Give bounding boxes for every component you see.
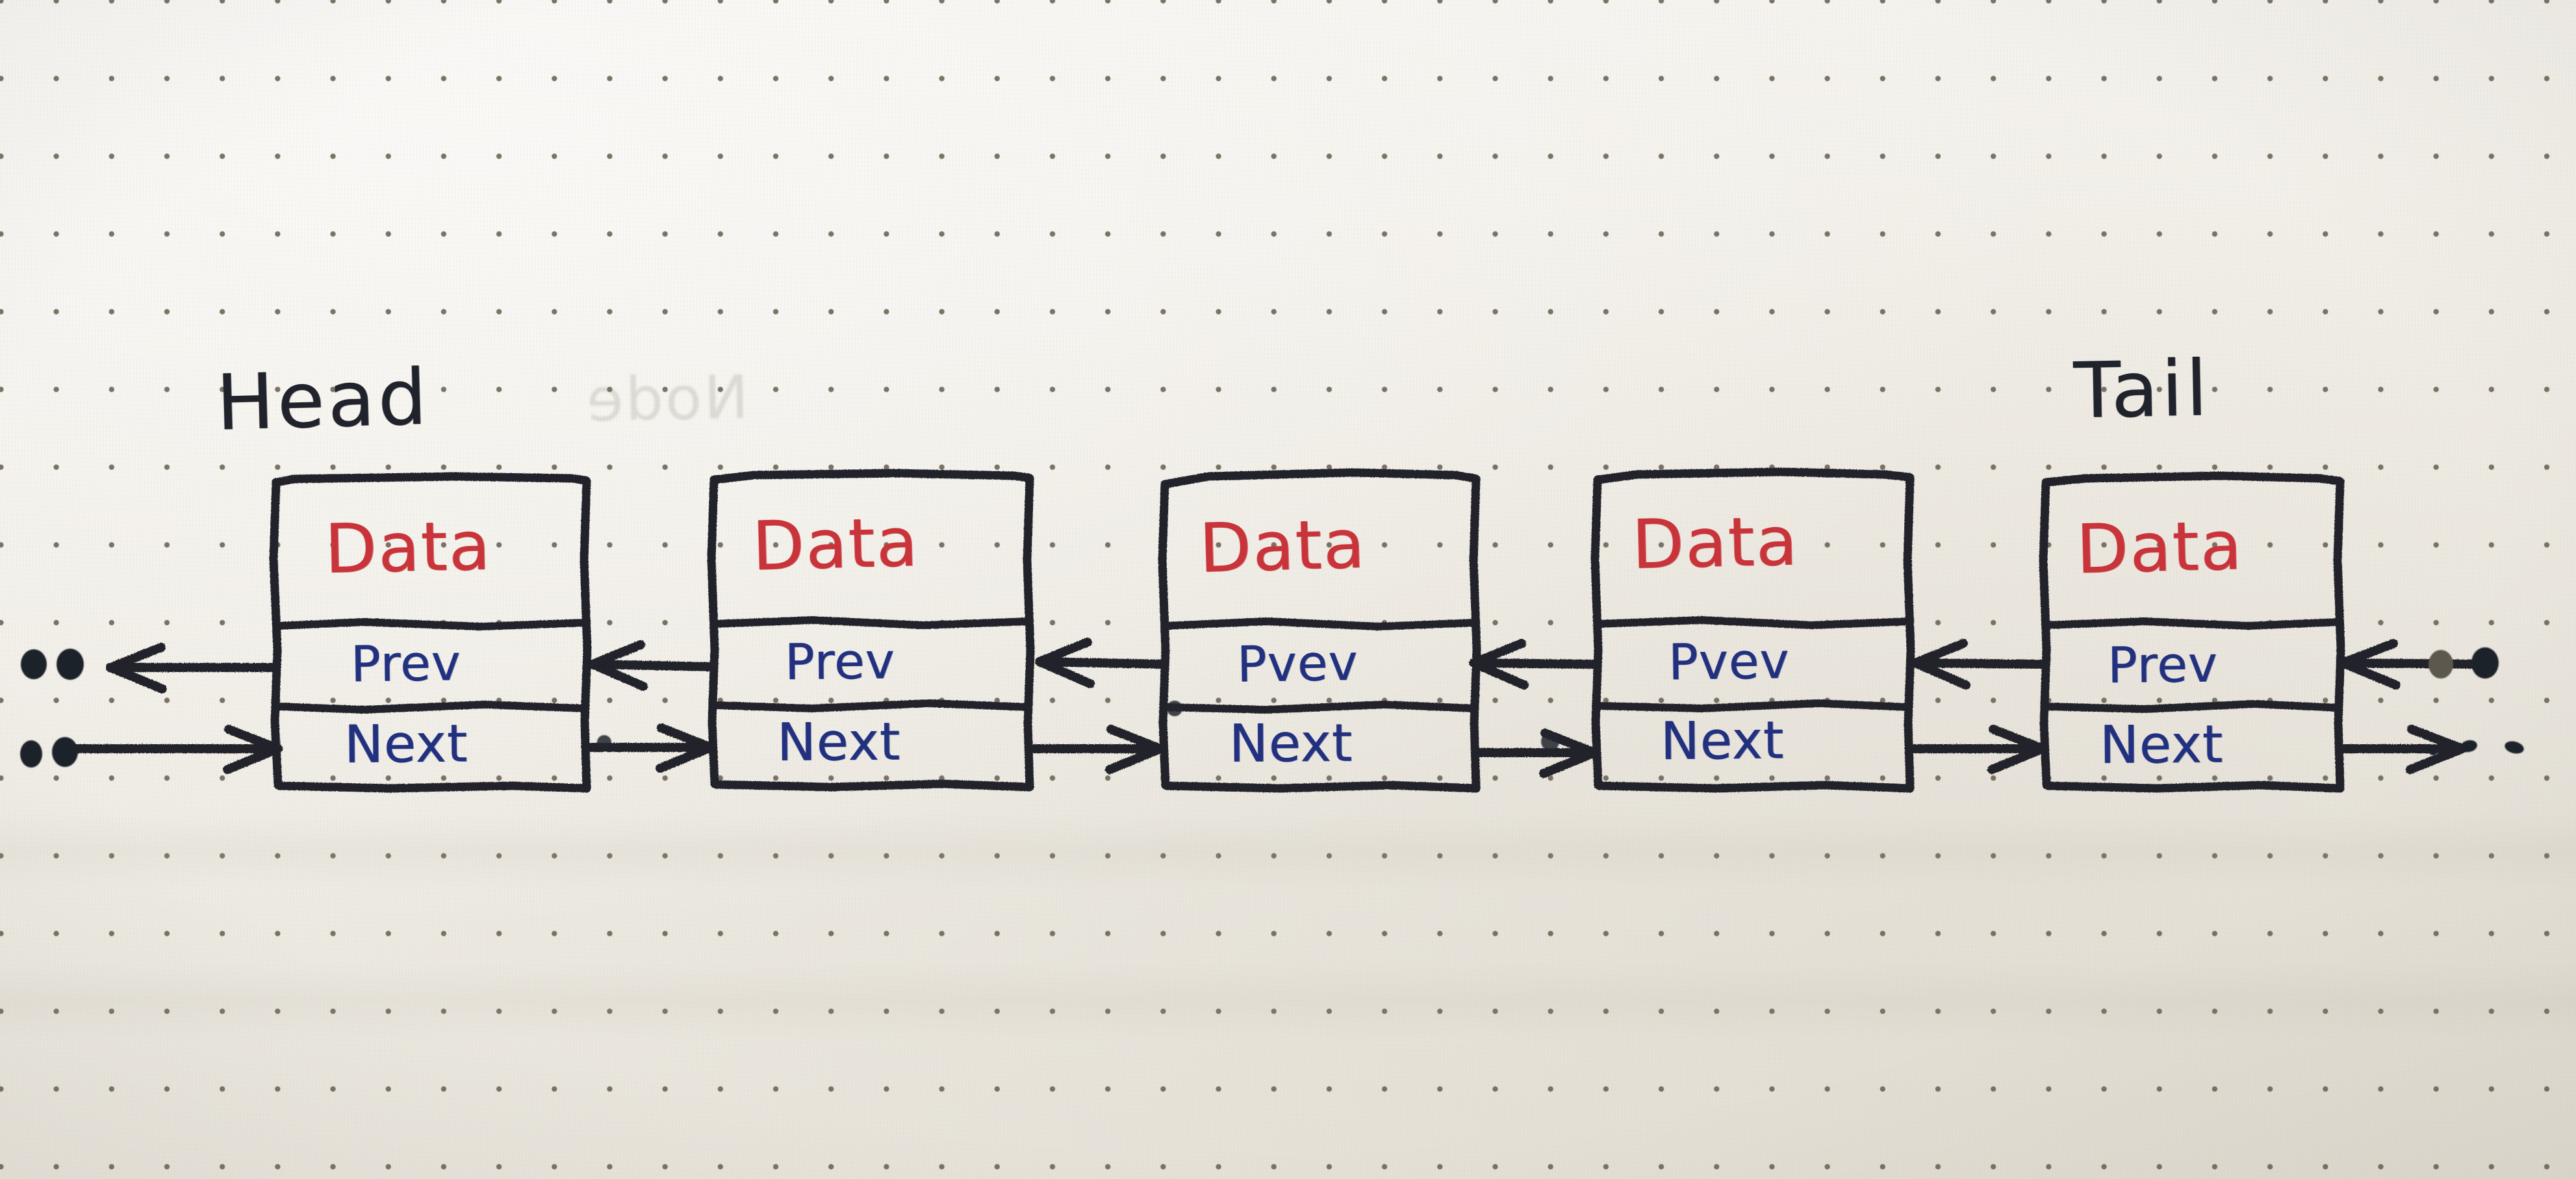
node-1-next: Next [344, 713, 468, 775]
ellipsis-right-next [2429, 740, 2524, 755]
node-2-data: Data [751, 502, 920, 586]
arrow-right-edge-prev [2338, 639, 2493, 690]
node-box-1 [269, 472, 592, 793]
arrow-right-edge-next [2337, 725, 2467, 774]
node-1-prev: Prev [350, 633, 462, 693]
arrow-node2-node3-prev [1035, 638, 1167, 688]
node-3-prev: Pvev [1236, 633, 1359, 693]
node-2-next: Next [776, 711, 901, 773]
node-box-5 [2039, 471, 2345, 793]
node-box-4 [1590, 467, 1915, 793]
node-4-data: Data [1631, 501, 1800, 584]
node-3-data: Data [1198, 504, 1367, 588]
node-4-next: Next [1660, 710, 1785, 771]
ellipsis-right-prev [2429, 647, 2499, 679]
node-3-next: Next [1229, 712, 1353, 774]
arrow-node4-node5-next [1909, 725, 2047, 774]
arrow-node3-node4-next [1475, 729, 1599, 778]
arrow-node1-node2-prev [588, 640, 718, 691]
node-1-data: Data [324, 506, 492, 589]
ellipsis-left-prev [21, 649, 84, 680]
arrow-node1-node2-next [585, 723, 715, 773]
arrow-node4-node5-prev [1911, 639, 2046, 690]
head-label: Head [215, 352, 431, 448]
node-2-prev: Prev [784, 632, 896, 691]
ellipsis-left-next [20, 737, 78, 768]
node-5-data: Data [2075, 505, 2244, 590]
arrow-node2-node3-next [1030, 725, 1165, 774]
tail-label: Tail [2072, 343, 2212, 436]
node-5-prev: Prev [2107, 635, 2219, 694]
arrow-left-edge-next [60, 725, 283, 774]
arrow-node3-node4-prev [1469, 639, 1598, 690]
node-box-3 [1158, 468, 1481, 793]
node-4-prev: Pvev [1668, 631, 1791, 692]
node-5-next: Next [2099, 714, 2224, 775]
ink-specks [597, 701, 1559, 751]
node-box-2 [707, 469, 1035, 792]
arrow-left-edge-prev [106, 643, 281, 693]
